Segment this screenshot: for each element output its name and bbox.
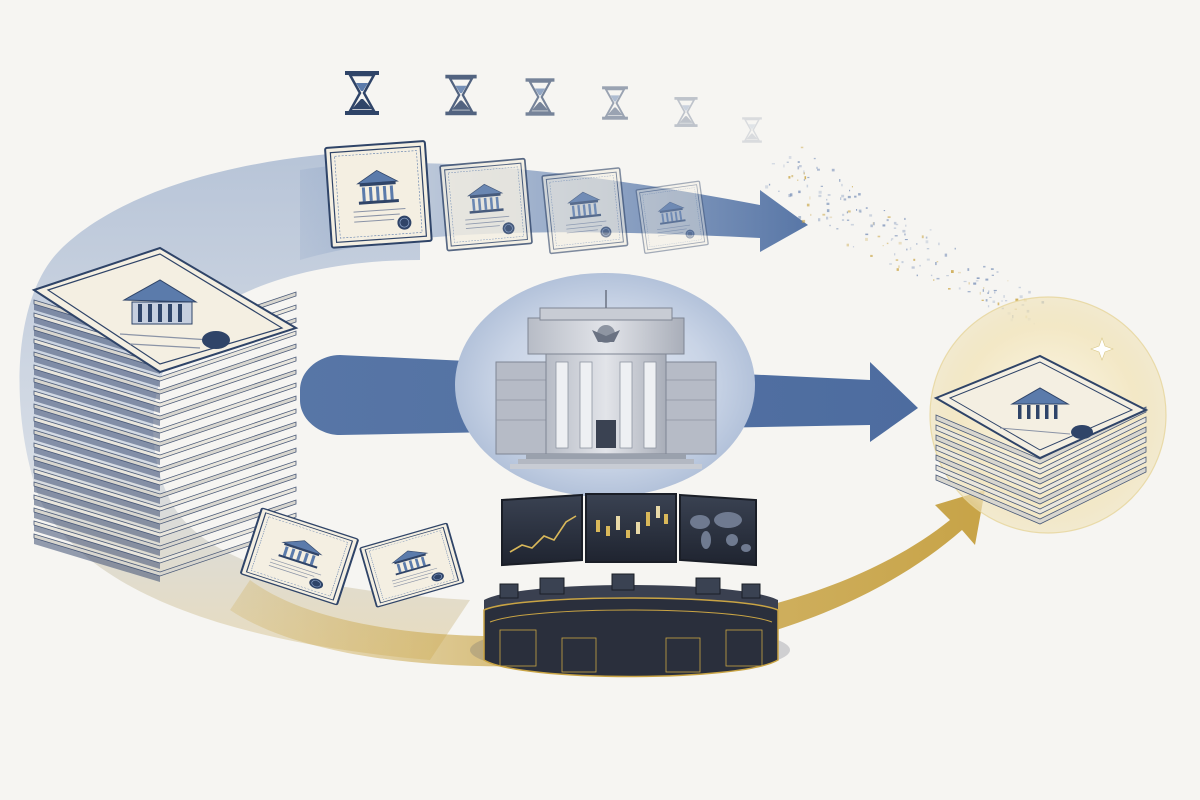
hourglass-row bbox=[343, 69, 763, 144]
trading-desk-icon bbox=[470, 493, 790, 678]
hourglass-icon bbox=[524, 77, 556, 117]
eagle-emblem bbox=[592, 325, 620, 343]
left-bond-stack bbox=[31, 246, 299, 582]
central-bank bbox=[455, 273, 755, 497]
seal-icon bbox=[202, 331, 230, 349]
line-chart-screen bbox=[509, 515, 577, 553]
dissolving-particles bbox=[765, 146, 1045, 325]
top-certificate-row bbox=[324, 140, 709, 255]
trading-screens bbox=[501, 493, 757, 567]
desk-front bbox=[483, 597, 779, 678]
hourglass-icon bbox=[444, 73, 478, 117]
sparkle-icon bbox=[1090, 337, 1114, 361]
bond-certificate-icon bbox=[324, 140, 433, 249]
hourglass-icon bbox=[673, 96, 699, 128]
candlestick-screen bbox=[596, 506, 668, 538]
hourglass-icon bbox=[741, 116, 763, 144]
destination bbox=[929, 296, 1167, 534]
hourglass-icon bbox=[601, 85, 629, 121]
central-bank-building-icon bbox=[495, 290, 717, 469]
right-bond-stack bbox=[933, 354, 1149, 525]
hourglass-icon bbox=[343, 69, 381, 117]
bond-certificate-icon bbox=[439, 157, 533, 252]
world-map-icon bbox=[690, 512, 751, 552]
seal-icon bbox=[1071, 425, 1093, 439]
bond-certificate-icon bbox=[635, 180, 709, 255]
bottom-gold-arrow bbox=[230, 490, 985, 667]
bond-certificate-icon bbox=[359, 522, 465, 609]
bond-certificate-icon bbox=[541, 167, 629, 255]
